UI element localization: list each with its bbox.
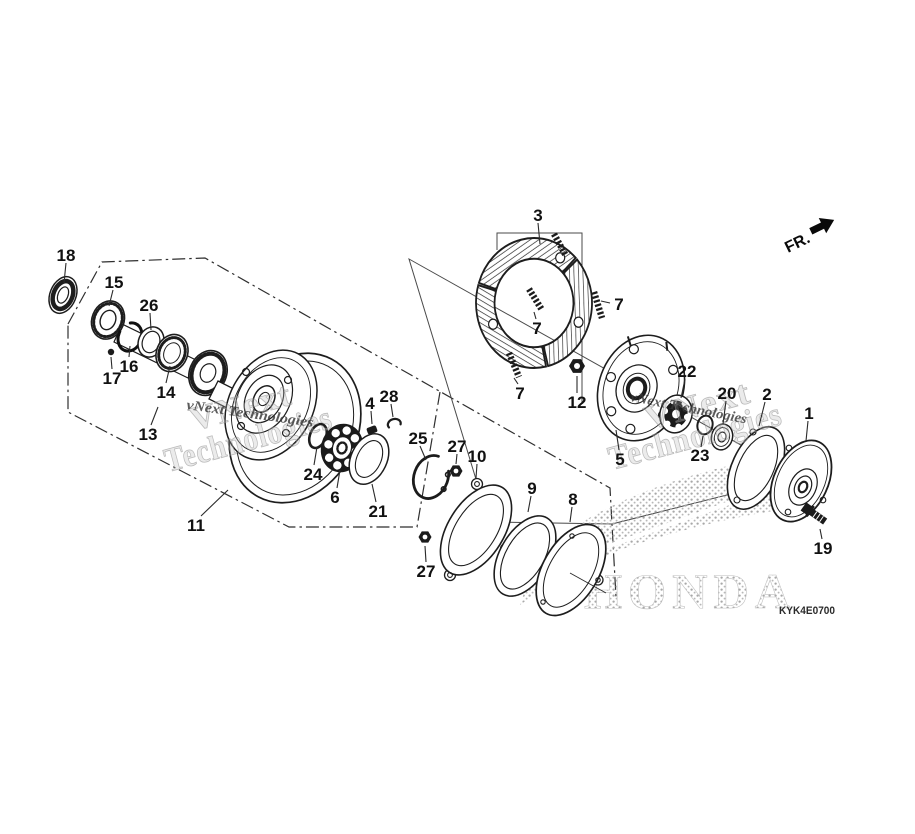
drive-plate-group [596,334,734,451]
leader-line-9 [527,495,532,513]
leader-line-3 [537,222,541,245]
leader-line-18 [63,262,67,284]
part-label-21: 21 [369,502,388,521]
part-label-7: 7 [614,295,623,314]
leader-line-7 [600,300,611,304]
part-label-3: 3 [533,206,542,225]
collar-20 [710,423,734,451]
leader-line-7 [533,311,537,320]
spring-7-lower [506,351,522,379]
part-label-28: 28 [380,387,399,406]
part-label-4: 4 [365,394,375,413]
spline-ring-14 [155,333,189,373]
leader-line-27 [424,545,427,563]
honda-watermark: HONDA [520,453,812,619]
part-label-24: 24 [304,465,323,484]
gasket-stack [418,465,607,617]
leader-line-23 [700,435,704,448]
right-cover-group [726,426,833,525]
one-way-clutch-22 [659,394,693,434]
leader-line-28 [390,403,394,418]
leader-line-7 [513,377,519,385]
part-label-22: 22 [678,362,697,381]
part-label-7: 7 [532,319,541,338]
spring-7-middle [526,287,545,312]
part-label-12: 12 [568,393,587,412]
leader-line-10 [475,463,478,479]
leader-line-24 [313,446,318,466]
part-label-19: 19 [814,539,833,558]
leader-line-20 [722,400,727,425]
part-label-23: 23 [691,446,710,465]
leader-line-6 [336,469,341,489]
part-label-1: 1 [804,404,813,423]
leader-line-1 [805,420,809,442]
part-label-26: 26 [140,296,159,315]
fr-label: FR. [782,230,813,257]
part-label-20: 20 [718,384,737,403]
clutch-shoe-assembly-3 [475,232,606,379]
plate-21 [348,433,390,485]
bolt-19 [800,502,828,525]
part-label-13: 13 [139,425,158,444]
part-label-16: 16 [120,357,139,376]
leader-line-15 [108,289,114,307]
leader-line-2 [758,401,766,427]
clip-28 [386,417,402,429]
leader-line-17 [110,356,113,370]
part-label-8: 8 [568,490,577,509]
part-label-18: 18 [57,246,76,265]
leader-line-4 [370,410,373,425]
honda-wordmark: HONDA [584,563,796,619]
fr-arrow-icon [809,217,835,235]
nut-12 [569,359,585,373]
leader-line-8 [569,506,573,523]
roller-4 [366,425,378,435]
leader-line-22 [680,378,686,399]
honda-wing-icon [520,453,812,605]
part-label-6: 6 [330,488,339,507]
part-label-14: 14 [157,383,176,402]
part-label-2: 2 [762,385,771,404]
part-label-27: 27 [417,562,436,581]
leader-line-26 [149,312,152,331]
part-label-9: 9 [527,479,536,498]
leader-line-21 [371,483,377,503]
primary-shaft-assembly [48,275,451,504]
part-label-15: 15 [105,273,124,292]
part-label-27: 27 [448,437,467,456]
leader-line-16 [128,345,131,358]
leader-line-14 [165,365,171,384]
circlip-25 [411,454,451,500]
spring-7-right [590,291,606,319]
washer-23 [696,414,714,436]
nut-27-upper [449,465,463,477]
ball-17 [107,348,115,356]
leader-line-13 [150,406,159,426]
leader-line-27 [455,453,458,465]
part-label-11: 11 [187,516,205,535]
part-label-5: 5 [615,450,624,469]
cover-1 [769,439,833,523]
part-label-17: 17 [103,369,122,388]
bearing-15 [90,300,126,340]
fr-direction-indicator: FR. [782,217,835,257]
oil-seal-18 [48,275,78,315]
leader-line-11 [200,489,229,517]
diagram-code: KYK4E0700 [779,605,835,617]
nut-27-lower [418,531,432,543]
part-label-10: 10 [468,447,487,466]
leader-line-19 [819,528,823,540]
part-label-25: 25 [409,429,428,448]
cover-8 [535,523,607,617]
leader-line-25 [419,445,427,461]
leader-line-5 [615,429,620,451]
part-label-7: 7 [515,384,524,403]
